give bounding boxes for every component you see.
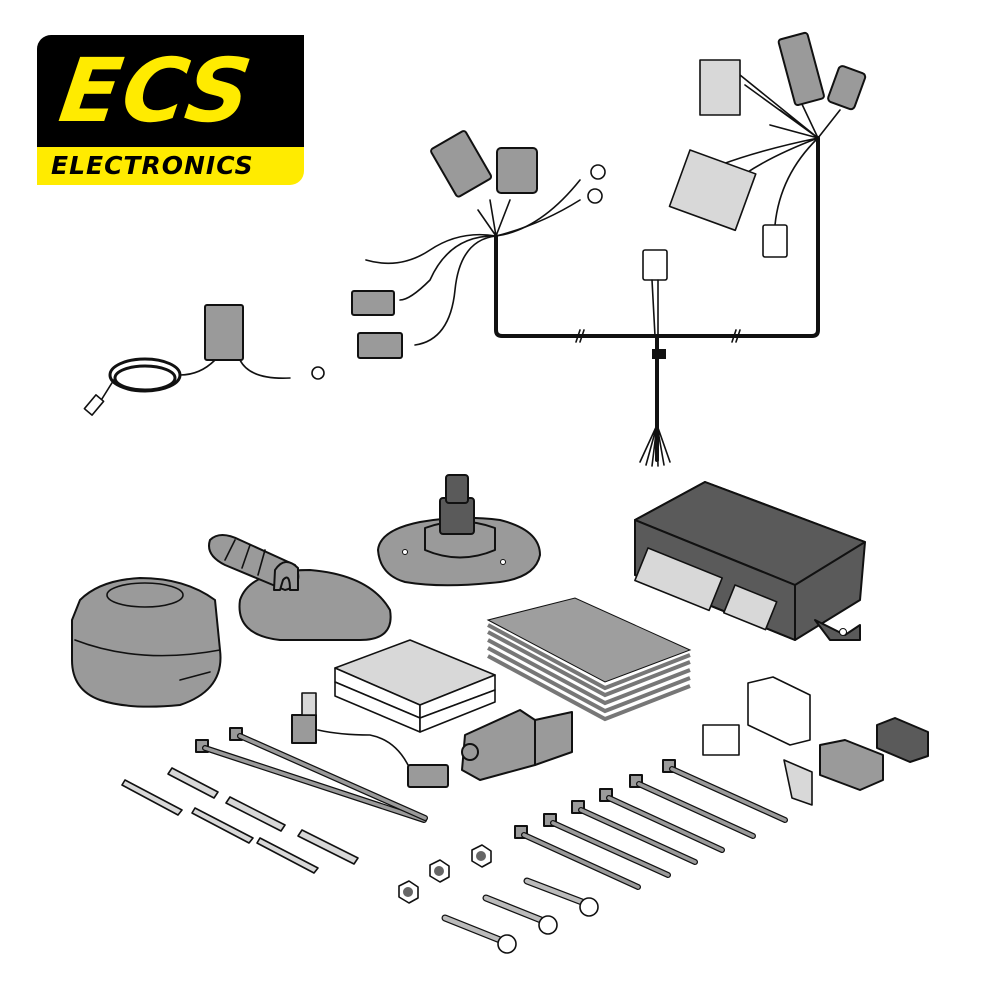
- adhesive-pads: [334, 639, 496, 733]
- cable-tie: [571, 800, 698, 865]
- nuts: [398, 844, 492, 904]
- harness-connector-2: [496, 147, 538, 194]
- bolt: [523, 877, 599, 917]
- crimp-terminal: [191, 807, 254, 844]
- small-connectors: [702, 676, 929, 806]
- relay-with-lead: [291, 692, 449, 788]
- bolt: [482, 894, 558, 935]
- harness-connector-multi-1: [699, 59, 741, 116]
- cable-tie: [662, 759, 788, 823]
- harness-connector-multi-2: [777, 31, 825, 107]
- small-connector-fuse: [783, 759, 813, 806]
- harness-connector-1: [430, 130, 493, 198]
- socket-rubber-seal: [208, 534, 392, 641]
- harness-connector-multi-4: [668, 149, 757, 232]
- nut: [471, 844, 492, 868]
- harness-connector-multi-3: [827, 65, 867, 111]
- socket-mounting-plate: [377, 474, 541, 587]
- logo-black-panel: [37, 35, 304, 147]
- cable-tie: [514, 825, 641, 890]
- harness-cable-clip: [652, 349, 666, 359]
- crimp-terminals: [121, 767, 359, 874]
- nut: [429, 859, 450, 883]
- cable-ties: [195, 727, 788, 890]
- cable-tie: [543, 813, 671, 878]
- module-connector-large: [634, 547, 723, 612]
- harness-wire-fan: [639, 424, 671, 467]
- logo-yellow-band: [37, 147, 304, 185]
- crimp-terminal: [121, 779, 183, 816]
- vehicle-wiring-harness: [351, 31, 867, 467]
- logo-subtitle-text: ELECTRONICS: [51, 151, 254, 180]
- module-connector-small: [722, 584, 778, 631]
- ecs-electronics-logo: ECS ELECTRONICS: [37, 35, 304, 185]
- 13-pin-towbar-socket: [71, 577, 222, 708]
- control-module: [634, 481, 866, 641]
- harness-connector-center: [642, 249, 668, 281]
- crimp-terminal: [297, 829, 359, 865]
- harness-connector-3: [351, 290, 395, 316]
- harness-ring-terminal-1: [590, 164, 606, 180]
- harness-ring-terminal-2: [587, 188, 603, 204]
- harness-connector-4: [357, 332, 403, 359]
- fuse-holder: [461, 709, 573, 781]
- crimp-terminal: [167, 767, 219, 799]
- cable-tie: [599, 788, 725, 853]
- earth-lead-with-connector: [83, 304, 325, 416]
- nut: [398, 880, 419, 904]
- earth-lead-connector: [204, 304, 244, 361]
- foam-insulation-pads: [486, 597, 692, 722]
- cable-tie: [229, 727, 428, 821]
- harness-connector-multi-5: [762, 224, 788, 258]
- small-connector-gray: [819, 739, 884, 791]
- crimp-terminal: [256, 837, 319, 874]
- cable-tie: [195, 739, 427, 823]
- small-connector-dark: [876, 717, 929, 763]
- crimp-terminal: [225, 796, 286, 832]
- cable-tie: [629, 774, 756, 839]
- bolt: [441, 914, 517, 954]
- small-connector-white: [747, 676, 811, 746]
- earth-lead-ring-terminal: [311, 366, 325, 380]
- bolts: [441, 877, 599, 954]
- small-connector-clear: [702, 724, 740, 756]
